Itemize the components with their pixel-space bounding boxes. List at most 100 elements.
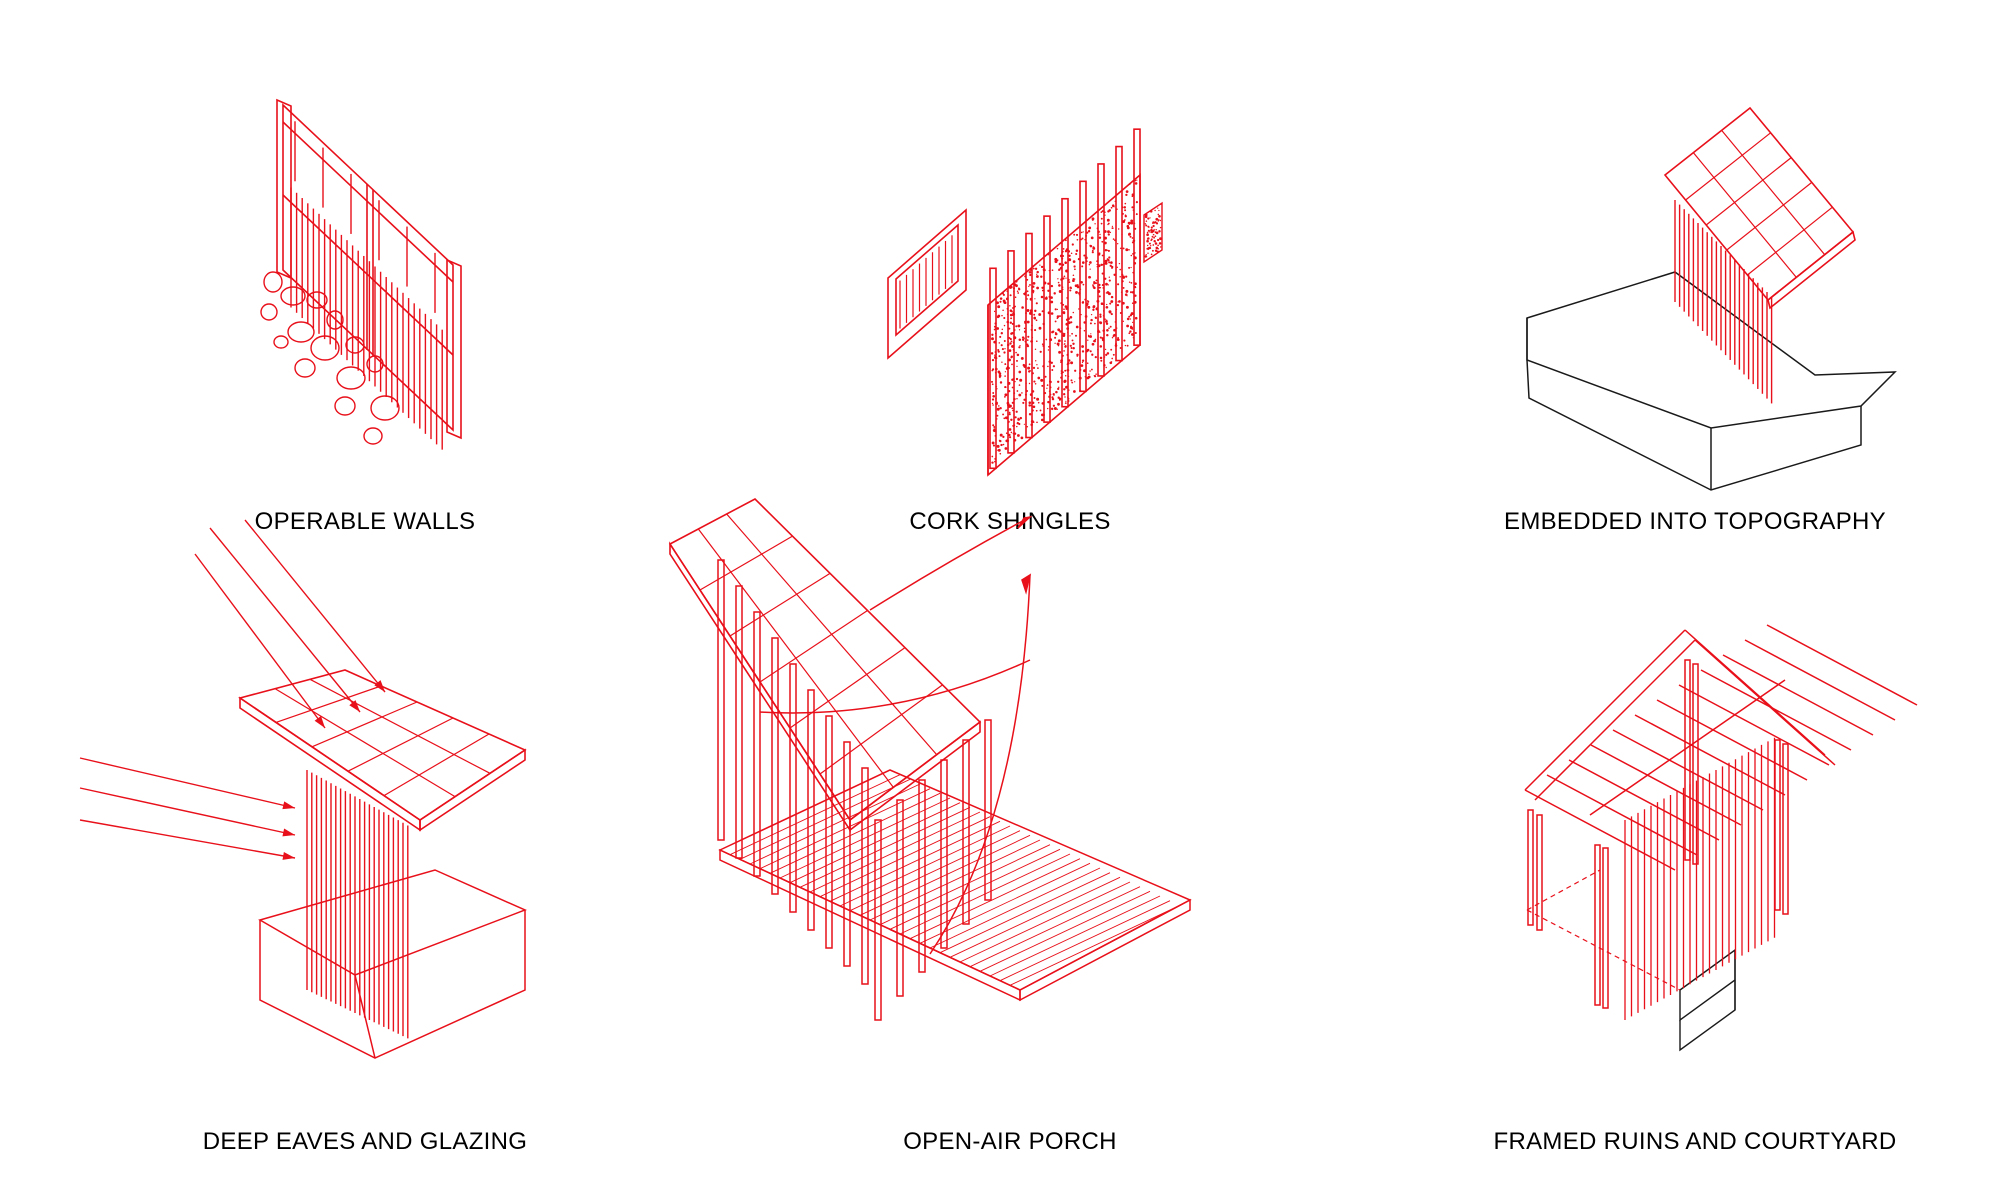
cork-grain bbox=[1071, 332, 1073, 335]
cork-grain bbox=[1126, 317, 1130, 321]
cork-grain bbox=[1146, 256, 1148, 258]
deck-board bbox=[1009, 904, 1181, 986]
cork-grain bbox=[1117, 283, 1120, 286]
cork-grain bbox=[1057, 396, 1060, 399]
cork-grain bbox=[1072, 260, 1076, 263]
cork-grain bbox=[1145, 220, 1148, 222]
cork-grain bbox=[1017, 292, 1020, 294]
cork-grain bbox=[1004, 447, 1008, 450]
cork-grain bbox=[1018, 288, 1021, 291]
cork-grain bbox=[1028, 285, 1030, 288]
cork-grain bbox=[1009, 321, 1012, 324]
cork-grain bbox=[1103, 333, 1105, 335]
cork-grain bbox=[1008, 389, 1011, 393]
cork-grain bbox=[1150, 253, 1153, 256]
cork-grain bbox=[995, 402, 998, 405]
cork-grain bbox=[1051, 369, 1054, 371]
cork-grain bbox=[997, 305, 1001, 309]
cork-grain bbox=[1110, 206, 1113, 209]
cork-grain bbox=[1128, 233, 1131, 236]
cork-grain bbox=[994, 356, 997, 359]
roof-joint bbox=[1721, 129, 1826, 256]
cork-grain bbox=[1020, 436, 1024, 440]
deck-board bbox=[969, 886, 1141, 968]
cork-grain bbox=[1133, 300, 1137, 304]
deck-board bbox=[879, 844, 1051, 926]
cork-grain bbox=[1134, 182, 1138, 185]
cork-grain bbox=[1133, 285, 1137, 289]
eaves-glazing bbox=[306, 770, 409, 1039]
porch-post bbox=[896, 799, 904, 997]
cork-grain bbox=[999, 452, 1002, 455]
cork-grain bbox=[1057, 345, 1060, 347]
cork-grain bbox=[1129, 318, 1132, 320]
cork-grain bbox=[1110, 295, 1114, 299]
embedded-topography-drawing bbox=[1526, 106, 1897, 491]
cork-grain bbox=[995, 397, 997, 400]
cork-grain bbox=[1082, 283, 1085, 286]
cork-grain bbox=[1092, 247, 1096, 250]
cork-grain bbox=[1086, 362, 1089, 365]
cork-grain bbox=[1034, 383, 1037, 385]
cork-grain bbox=[994, 457, 997, 460]
cork-grain bbox=[1083, 254, 1086, 257]
cork-grain bbox=[1157, 244, 1159, 247]
cork-grain bbox=[1047, 282, 1050, 285]
cork-grain bbox=[1122, 247, 1125, 250]
arrow-head bbox=[374, 680, 385, 692]
cork-grain bbox=[1121, 280, 1124, 283]
roof-joint bbox=[311, 701, 418, 748]
cork-grain bbox=[1103, 364, 1106, 367]
cork-grain bbox=[1060, 370, 1063, 372]
cork-grain bbox=[1096, 263, 1098, 266]
panel-operable-walls: OPERABLE WALLS bbox=[55, 0, 675, 560]
cork-grain bbox=[1155, 228, 1157, 231]
cork-grain bbox=[1130, 282, 1133, 284]
cork-grain bbox=[1058, 290, 1062, 293]
cork-grain bbox=[1106, 329, 1109, 332]
cork-grain bbox=[1066, 363, 1069, 366]
cork-grain bbox=[1006, 439, 1010, 442]
cork-grain bbox=[1032, 285, 1035, 288]
cork-grain bbox=[1096, 266, 1098, 268]
cork-grain bbox=[1087, 339, 1089, 341]
cork-grain bbox=[1026, 344, 1030, 348]
cork-grain bbox=[1075, 290, 1078, 294]
caption-cork-shingles: CORK SHINGLES bbox=[909, 508, 1111, 535]
cork-grain bbox=[1058, 284, 1061, 287]
cork-grain bbox=[991, 383, 994, 386]
panel-framed-ruins: FRAMED RUINS AND COURTYARD bbox=[1385, 620, 2000, 1180]
cork-grain bbox=[1035, 319, 1038, 322]
cork-grain bbox=[998, 372, 1002, 375]
cork-grain bbox=[1134, 252, 1136, 254]
cork-grain bbox=[1114, 239, 1116, 242]
cork-grain bbox=[1084, 256, 1088, 260]
cork-grain bbox=[1059, 266, 1063, 270]
cork-grain bbox=[1015, 410, 1018, 413]
cork-grain bbox=[1129, 291, 1133, 294]
cork-grain bbox=[1146, 238, 1149, 240]
cork-grain bbox=[991, 402, 994, 405]
cork-grain bbox=[1013, 329, 1016, 331]
pergola-rafter bbox=[1568, 759, 1720, 841]
cork-grain bbox=[1063, 350, 1065, 352]
cork-grain bbox=[1014, 380, 1016, 383]
cork-grain bbox=[1089, 268, 1091, 270]
cork-grain bbox=[1073, 390, 1076, 393]
cork-grain bbox=[1031, 390, 1035, 393]
cork-grain bbox=[1029, 404, 1032, 407]
cork-grain bbox=[1045, 338, 1048, 341]
cork-grain bbox=[1018, 370, 1022, 374]
cork-grain bbox=[999, 439, 1002, 443]
cork-grain bbox=[1062, 303, 1065, 306]
panel-embedded-topography: EMBEDDED INTO TOPOGRAPHY bbox=[1385, 0, 2000, 560]
deep-eaves-drawing bbox=[79, 519, 527, 1059]
cork-grain bbox=[1035, 360, 1037, 362]
roof-joint bbox=[1747, 206, 1833, 276]
cork-grain bbox=[1152, 224, 1155, 228]
cork-grain bbox=[1104, 259, 1108, 263]
cork-grain bbox=[1008, 337, 1011, 339]
cork-grain bbox=[1036, 421, 1038, 424]
cork-grain bbox=[1152, 244, 1155, 246]
cork-grain bbox=[1067, 331, 1069, 334]
